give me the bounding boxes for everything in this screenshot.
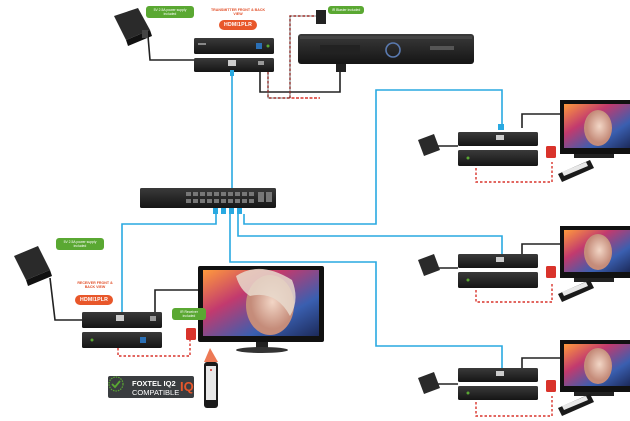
ir-cables xyxy=(117,15,553,417)
check-icon xyxy=(108,376,124,392)
badge-title: FOXTEL IQ2 xyxy=(132,379,176,388)
power-adapter-icon xyxy=(114,8,152,46)
hdmi-cable-room3 xyxy=(521,357,560,372)
cat-cables xyxy=(121,72,503,372)
hdmi-cable-source xyxy=(259,66,341,93)
network-switch-icon xyxy=(140,188,276,214)
transmitter-power-label: 5V 2.5A power supply included xyxy=(146,6,194,18)
ir-receiver-icon xyxy=(186,328,196,340)
foxtel-compatibility-badge: FOXTEL IQ2 COMPATIBLE IQ xyxy=(108,376,194,398)
power-adapter-icon xyxy=(418,134,440,156)
hdmi-cable-receiver-tv xyxy=(154,289,200,318)
cat-cable-switch-room2 xyxy=(237,214,503,258)
power-adapter-icon xyxy=(418,372,440,394)
power-adapter-icon xyxy=(14,246,52,286)
tv-icon xyxy=(198,266,324,353)
hdmi-cable-room1 xyxy=(521,113,560,128)
power-cord-receiver xyxy=(49,277,82,321)
transmitter-caption: TRANSMITTER FRONT & BACK VIEW xyxy=(210,8,266,17)
receiver-caption: RECEIVER FRONT & BACK VIEW xyxy=(77,281,113,290)
power-cord-transmitter xyxy=(147,35,194,61)
room-1 xyxy=(458,100,630,182)
room-2 xyxy=(458,226,630,302)
ir-blaster-label: IR Blaster included xyxy=(328,6,364,14)
cat-cable-switch-room3 xyxy=(229,214,503,372)
power-adapter-icon xyxy=(418,254,440,276)
badge-mark: IQ xyxy=(180,379,194,394)
transmitter-model-pill: HDMI1PLR xyxy=(219,20,258,30)
transmitter-unit xyxy=(194,38,274,76)
set-top-box-icon xyxy=(298,10,474,72)
receiver-power-label: 5V 2.5A power supply included xyxy=(56,238,104,250)
cat-cable-switch-room1 xyxy=(243,89,503,225)
ir-receiver-label: IR Receiver included xyxy=(172,308,206,320)
hdmi-cables xyxy=(49,35,560,385)
badge-subtitle: COMPATIBLE xyxy=(132,388,180,397)
room-3 xyxy=(458,340,630,416)
hdmi-cable-room2 xyxy=(521,243,560,258)
remote-control-icon xyxy=(204,348,218,408)
receiver-unit xyxy=(82,312,162,348)
receiver-model-pill: HDMI1PLR xyxy=(75,295,114,305)
cat-cable-switch-receiver xyxy=(121,214,217,316)
